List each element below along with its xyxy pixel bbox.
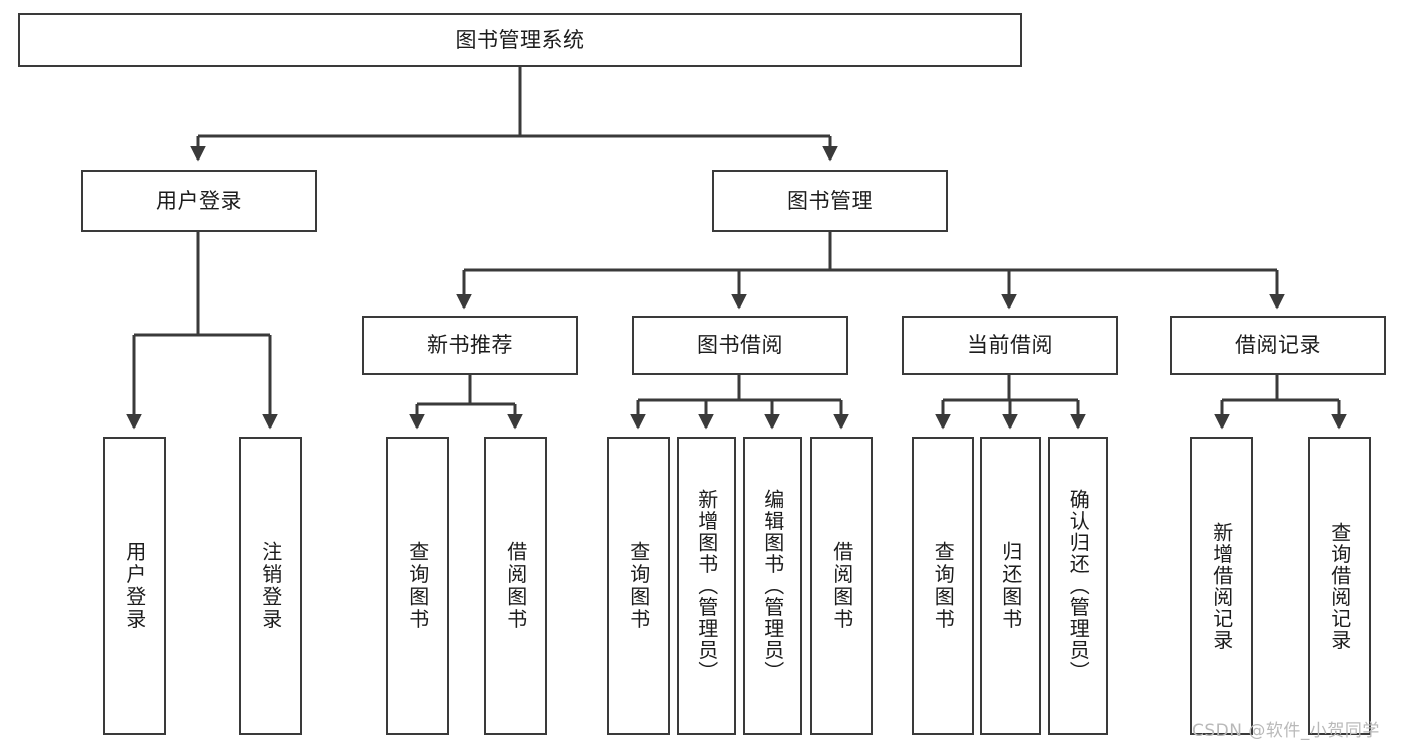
leaf-query-book-3[interactable]: 查询图书: [912, 437, 974, 735]
leaf-return-book[interactable]: 归还图书: [980, 437, 1041, 735]
leaf-query-record-label: 查询借阅记录: [1327, 521, 1352, 651]
leaf-query-book-2[interactable]: 查询图书: [607, 437, 670, 735]
node-new-book-recommend-label: 新书推荐: [427, 333, 513, 358]
leaf-logout-login-label: 注销登录: [258, 541, 283, 631]
leaf-return-book-label: 归还图书: [998, 541, 1023, 631]
leaf-query-book-2-label: 查询图书: [626, 541, 651, 631]
node-book-borrow-label: 图书借阅: [697, 333, 783, 358]
leaf-query-book-1[interactable]: 查询图书: [386, 437, 449, 735]
leaf-borrow-book-2-label: 借阅图书: [829, 541, 854, 631]
node-book-manage[interactable]: 图书管理: [712, 170, 948, 232]
node-book-borrow[interactable]: 图书借阅: [632, 316, 848, 375]
leaf-add-book-label: 新增图书（管理员）: [694, 489, 719, 683]
leaf-logout-login[interactable]: 注销登录: [239, 437, 302, 735]
csdn-watermark: CSDN @软件_小贺同学: [1192, 721, 1380, 741]
leaf-query-book-1-label: 查询图书: [405, 541, 430, 631]
node-user-login[interactable]: 用户登录: [81, 170, 317, 232]
leaf-edit-book[interactable]: 编辑图书（管理员）: [743, 437, 802, 735]
leaf-edit-book-label: 编辑图书（管理员）: [760, 489, 785, 683]
node-borrow-record[interactable]: 借阅记录: [1170, 316, 1386, 375]
leaf-borrow-book-2[interactable]: 借阅图书: [810, 437, 873, 735]
leaf-query-book-3-label: 查询图书: [931, 541, 956, 631]
node-new-book-recommend[interactable]: 新书推荐: [362, 316, 578, 375]
leaf-add-record[interactable]: 新增借阅记录: [1190, 437, 1253, 735]
node-current-borrow[interactable]: 当前借阅: [902, 316, 1118, 375]
node-book-manage-label: 图书管理: [787, 188, 873, 213]
node-root[interactable]: 图书管理系统: [18, 13, 1022, 67]
leaf-borrow-book-1[interactable]: 借阅图书: [484, 437, 547, 735]
node-current-borrow-label: 当前借阅: [967, 333, 1053, 358]
node-root-label: 图书管理系统: [455, 27, 585, 52]
leaf-user-login[interactable]: 用户登录: [103, 437, 166, 735]
leaf-confirm-return-label: 确认归还（管理员）: [1066, 489, 1091, 683]
leaf-borrow-book-1-label: 借阅图书: [503, 541, 528, 631]
leaf-confirm-return[interactable]: 确认归还（管理员）: [1048, 437, 1108, 735]
leaf-query-record[interactable]: 查询借阅记录: [1308, 437, 1371, 735]
leaf-add-book[interactable]: 新增图书（管理员）: [677, 437, 736, 735]
leaf-add-record-label: 新增借阅记录: [1209, 521, 1234, 651]
leaf-user-login-label: 用户登录: [122, 541, 147, 631]
node-borrow-record-label: 借阅记录: [1235, 333, 1321, 358]
node-user-login-label: 用户登录: [156, 188, 242, 213]
